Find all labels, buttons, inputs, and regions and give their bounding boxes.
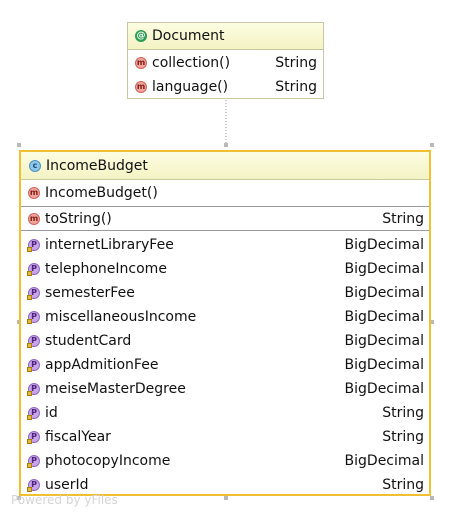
field-row: P internetLibraryFee BigDecimal	[21, 233, 429, 257]
resize-handle[interactable]	[224, 496, 228, 500]
member-type: String	[275, 79, 317, 95]
field-type: String	[382, 477, 424, 493]
property-icon: P	[27, 383, 40, 396]
field-name: id	[45, 405, 58, 421]
member-name: language()	[152, 79, 229, 95]
field-type: BigDecimal	[344, 357, 424, 373]
method-icon: m	[28, 187, 40, 199]
property-icon: P	[27, 479, 40, 492]
member-row: m language() String	[128, 75, 323, 99]
resize-handle[interactable]	[430, 143, 434, 147]
watermark: Powered by yFiles	[11, 493, 118, 507]
resize-handle[interactable]	[17, 496, 21, 500]
member-row: m collection() String	[128, 50, 323, 75]
field-list: P internetLibraryFee BigDecimal P teleph…	[21, 232, 429, 497]
field-row: P semesterFee BigDecimal	[21, 281, 429, 305]
lock-icon	[27, 247, 32, 252]
method-icon: m	[135, 56, 147, 69]
field-type: BigDecimal	[344, 381, 424, 397]
field-row: P userId String	[21, 473, 429, 497]
field-name: userId	[45, 477, 89, 493]
divider	[21, 230, 429, 231]
class-icon: c	[29, 159, 41, 172]
resize-handle[interactable]	[430, 320, 434, 324]
document-class-node[interactable]: @ Document m collection() String m langu…	[127, 22, 324, 99]
field-row: P id String	[21, 401, 429, 425]
field-name: photocopyIncome	[45, 453, 171, 469]
field-type: BigDecimal	[344, 333, 424, 349]
property-icon: P	[27, 239, 40, 252]
field-name: meiseMasterDegree	[45, 381, 186, 397]
lock-icon	[27, 319, 32, 324]
field-name: internetLibraryFee	[45, 237, 174, 253]
property-icon: P	[27, 311, 40, 324]
field-row: P fiscalYear String	[21, 425, 429, 449]
lock-icon	[27, 343, 32, 348]
property-icon: P	[27, 335, 40, 348]
resize-handle[interactable]	[17, 143, 21, 147]
field-row: P photocopyIncome BigDecimal	[21, 449, 429, 473]
income-budget-class-header: c IncomeBudget	[21, 152, 429, 180]
lock-icon	[27, 271, 32, 276]
field-name: studentCard	[45, 333, 132, 349]
field-row: P appAdmitionFee BigDecimal	[21, 353, 429, 377]
field-row: P meiseMasterDegree BigDecimal	[21, 377, 429, 401]
field-row: P miscellaneousIncome BigDecimal	[21, 305, 429, 329]
field-name: fiscalYear	[45, 429, 111, 445]
property-icon: P	[27, 407, 40, 420]
member-type: String	[275, 54, 317, 71]
field-type: BigDecimal	[344, 261, 424, 277]
constructor-row: m IncomeBudget()	[21, 180, 429, 206]
field-type: BigDecimal	[344, 309, 424, 325]
lock-icon	[27, 415, 32, 420]
annotation-icon: @	[135, 30, 147, 42]
field-type: BigDecimal	[344, 237, 424, 253]
field-type: String	[382, 429, 424, 445]
property-icon: P	[27, 431, 40, 444]
lock-icon	[27, 367, 32, 372]
field-type: BigDecimal	[344, 453, 424, 469]
property-icon: P	[27, 263, 40, 276]
lock-icon	[27, 439, 32, 444]
income-budget-class-node[interactable]: c IncomeBudget m IncomeBudget() m toStri…	[19, 150, 431, 496]
field-row: P telephoneIncome BigDecimal	[21, 257, 429, 281]
field-name: semesterFee	[45, 285, 135, 301]
method-row: m toString() String	[21, 206, 429, 232]
member-name: collection()	[152, 54, 231, 71]
document-class-name: Document	[152, 28, 225, 44]
lock-icon	[27, 463, 32, 468]
document-class-header: @ Document	[128, 23, 323, 50]
lock-icon	[27, 487, 32, 492]
lock-icon	[27, 295, 32, 300]
method-icon: m	[28, 213, 40, 225]
field-type: BigDecimal	[344, 285, 424, 301]
constructor-name: IncomeBudget()	[45, 185, 158, 201]
method-icon: m	[135, 81, 147, 93]
field-name: miscellaneousIncome	[45, 309, 197, 325]
property-icon: P	[27, 455, 40, 468]
field-name: telephoneIncome	[45, 261, 167, 277]
field-row: P studentCard BigDecimal	[21, 329, 429, 353]
field-name: appAdmitionFee	[45, 357, 159, 373]
income-budget-class-name: IncomeBudget	[46, 157, 148, 174]
property-icon: P	[27, 287, 40, 300]
property-icon: P	[27, 359, 40, 372]
resize-handle[interactable]	[224, 143, 228, 147]
resize-handle[interactable]	[430, 496, 434, 500]
divider	[21, 206, 429, 207]
method-type: String	[382, 211, 424, 227]
lock-icon	[27, 391, 32, 396]
field-type: String	[382, 405, 424, 421]
method-name: toString()	[45, 211, 112, 227]
